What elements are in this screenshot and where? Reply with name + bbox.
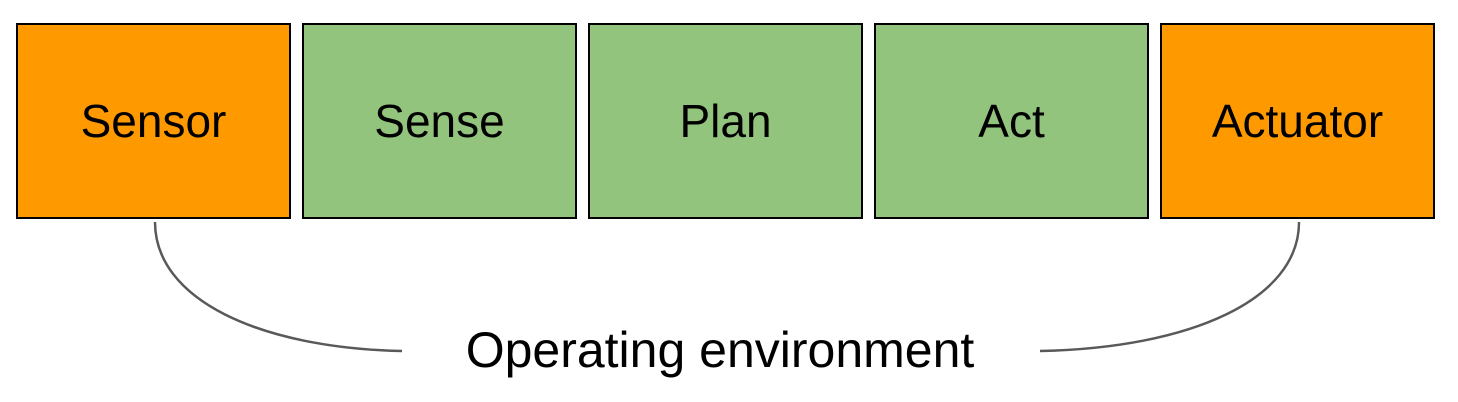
act-box: Act <box>874 23 1149 219</box>
operating-environment-label: Operating environment <box>465 322 975 378</box>
sense-label: Sense <box>374 95 505 147</box>
sensor-box: Sensor <box>16 23 291 219</box>
act-label: Act <box>978 95 1045 147</box>
actuator-box: Actuator <box>1160 23 1435 219</box>
sensor-label: Sensor <box>80 95 227 147</box>
left-connector-curve <box>153 221 403 353</box>
plan-box: Plan <box>588 23 863 219</box>
sense-box: Sense <box>302 23 577 219</box>
right-connector-curve <box>1039 221 1301 353</box>
plan-label: Plan <box>679 95 772 147</box>
actuator-label: Actuator <box>1211 95 1384 147</box>
